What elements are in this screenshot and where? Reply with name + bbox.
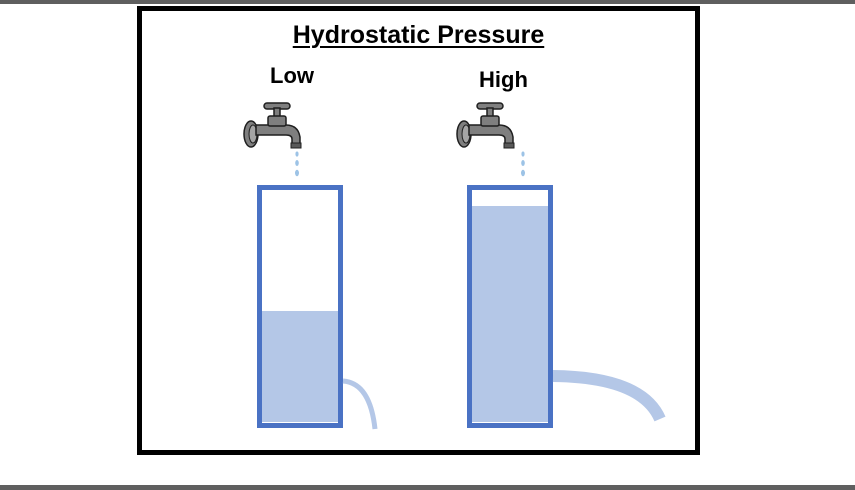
window-top-edge xyxy=(0,0,855,4)
water-level-high xyxy=(472,206,548,422)
container-low xyxy=(257,185,378,430)
window-bottom-edge xyxy=(0,485,855,490)
container-high xyxy=(467,185,666,428)
water-drip-icon xyxy=(295,151,299,177)
water-drip-icon xyxy=(521,151,525,177)
faucet-icon xyxy=(456,102,515,149)
column-label-low: Low xyxy=(270,63,314,88)
diagram-scene xyxy=(243,102,666,430)
water-level-low xyxy=(262,311,338,422)
diagram-title: Hydrostatic Pressure xyxy=(292,21,545,49)
faucet-icon xyxy=(243,102,302,149)
column-label-high: High xyxy=(479,67,528,92)
diagram-slide: Hydrostatic Pressure Low High xyxy=(137,6,700,455)
water-stream-icon xyxy=(342,378,378,430)
water-stream-icon xyxy=(552,370,666,422)
